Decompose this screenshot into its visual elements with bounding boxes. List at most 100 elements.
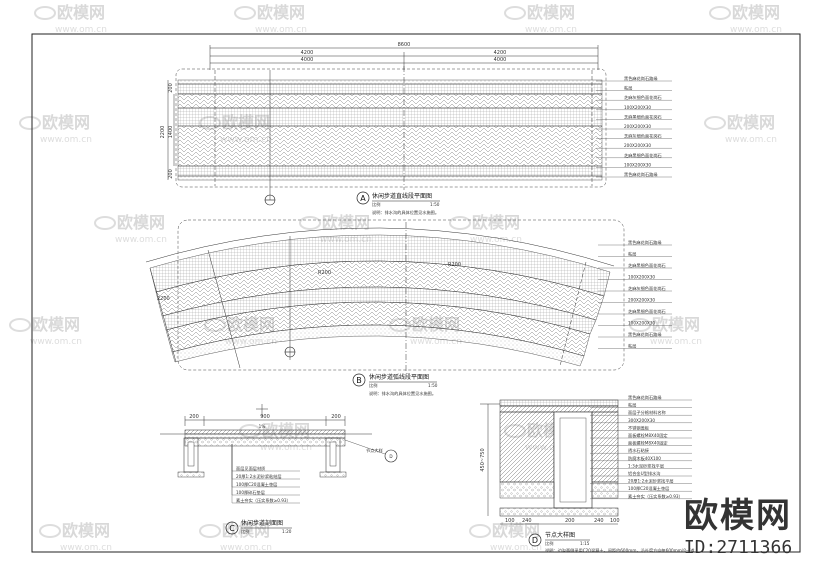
callout-text: 芝麻黑细色面花岗石 [624,152,662,159]
callout-text: 素土夯实（压实系数≥0.93） [628,493,683,500]
callout-text: 100X200X30 [628,275,655,280]
watermark-url: www.om.cn [410,337,462,347]
c-scale-label: 比例 [241,528,249,535]
callout-text: 芝麻灰细色面花岗石 [628,285,666,292]
watermark-logo-icon [629,318,651,332]
layer-note: 100厚碎石垫层 [236,489,265,496]
a-dim-edge-top: 200 [168,83,174,93]
callout-text: 100X200X30 [624,105,651,110]
callout-text: 面层子分格材料名称 [628,409,666,416]
a-dim-half-left: 4200 [301,50,314,56]
callout-text: 黑色麻花岗石路缘 [624,171,658,178]
callout-text: 100厚C20混凝土垫层 [628,485,669,492]
callout-text: 100X200X30 [624,162,651,167]
callout-text: 透水石粘接 [628,447,650,454]
watermark-logo-icon [704,116,726,130]
watermark-brand: 欧模网 [117,213,165,232]
watermark-url: www.om.cn [30,337,82,347]
d-dim-b3: 240 [594,518,604,524]
b-marker: B [356,376,362,385]
watermark-brand: 欧模网 [62,521,110,540]
a-scale-label: 比例 [372,201,380,208]
watermark-brand: 欧模网 [492,521,540,540]
callout-text: 粘层 [628,402,636,409]
watermark-brand: 欧模网 [727,113,775,132]
watermark-brand: 欧模网 [322,213,370,232]
watermark-brand: 欧模网 [257,3,305,22]
a-dim-half-right: 4200 [494,50,507,56]
d-marker: D [532,536,538,545]
brand-stamp-id: ID:2711366 [684,537,792,558]
callout-text: 200X200X30 [624,124,651,129]
b-callouts: 黑色麻花岗石路缘粘层芝麻黑细色面花岗石100X200X30芝麻灰细色面花岗石20… [598,239,672,350]
watermark-brand: 欧模网 [652,315,700,334]
watermark-logo-icon [39,524,61,538]
c-layer-notes: 面层见面层材质20厚1:2水泥砂浆粘结层100厚C20混凝土垫层100厚碎石垫层… [231,444,300,504]
callout-text: 粘层 [628,343,636,350]
watermark-logo-icon [299,216,321,230]
callout-text: 200X200X30 [628,298,655,303]
watermark-url: www.om.cn [730,25,782,35]
a-dim-inner-left: 4000 [301,57,314,63]
watermark-logo-icon [9,318,31,332]
d-dim-b2: 200 [565,518,575,524]
watermark-brand: 欧模网 [472,213,520,232]
callout-text: 300X200X30 [628,418,655,423]
drawing-b-arc-plan: 2200 R200 R200 黑色麻花岗石路缘粘层芝麻黑细色面花岗石100X20… [145,219,672,397]
c-dim-a: 200 [189,414,199,420]
watermark-url: www.om.cn [490,543,542,553]
callout-text: 1:3水泥砂浆找平层 [628,462,664,469]
watermark-logo-icon [469,524,491,538]
watermark-url: www.om.cn [40,135,92,145]
b-marker-circle [352,373,366,387]
callout-text: 不锈钢盖板 [628,424,650,431]
d-dim-side: 450~750 [480,448,486,471]
b-title: 休闲步道弧线段平面图 [369,373,429,381]
b-radius2: R200 [448,262,461,268]
layer-note: 素土夯实（压实系数≥0.93） [236,497,291,504]
layer-note: 100厚C20混凝土垫层 [236,481,277,488]
callout-text: 防腐木板40X100 [628,455,661,462]
layer-note: 20厚1:2水泥砂浆粘结层 [236,473,282,480]
a-marker: A [360,194,366,203]
callout-text: 黑色麻花岗石路缘 [628,394,662,401]
watermark-brand: 欧模网 [57,3,105,22]
watermark-logo-icon [199,524,221,538]
c-marker-circle [225,521,239,535]
watermark-brand: 欧模网 [527,3,575,22]
watermark-logo-icon [709,6,731,20]
callout-text: 芝麻灰细色面花岗石 [624,94,662,101]
c-dim-c: 200 [331,414,341,420]
watermark-url: www.om.cn [60,543,112,553]
c-title: 休闲步道剖面图 [241,519,283,527]
brand-stamp-name: 欧模网 [684,496,792,536]
watermark-brand: 欧模网 [32,315,80,334]
a-dim-total: 8600 [398,42,411,48]
watermark-logo-icon [504,6,526,20]
watermark-brand: 欧模网 [732,3,780,22]
watermark-url: www.om.cn [115,235,167,245]
callout-text: 20厚1:2水泥砂浆找平层 [628,478,674,485]
b-remark: 说明：排水沟的具体位置见水施图。 [369,390,436,397]
d-remark: 说明：边沟两侧采用C20混凝土，间距约600mm，沿长度方向每600mm设一道 [545,547,695,554]
b-scale-label: 比例 [369,382,377,389]
callout-text: 粘层 [624,85,632,92]
d-callouts: 黑色麻花岗石路缘粘层面层子分格材料名称300X200X30不锈钢盖板面板螺栓M8… [590,394,692,500]
watermark-logo-icon [234,6,256,20]
c-slope: 1% [259,424,266,429]
b-dim-left: 2200 [157,296,170,302]
callout-text: 粘层 [628,251,636,258]
b-scale: 1:50 [428,383,438,388]
a-dim-edge-bottom: 200 [168,169,174,179]
c-scale: 1:20 [282,529,292,534]
watermark-logo-icon [449,216,471,230]
a-marker-circle [356,191,370,205]
watermark-url: www.om.cn [525,25,577,35]
watermark-url: www.om.cn [725,135,777,145]
d-marker-circle [528,533,542,547]
watermark-brand: 欧模网 [42,113,90,132]
c-ref-marker: D [389,454,392,459]
callout-text: 黑色麻花岗石路缘 [628,239,662,246]
